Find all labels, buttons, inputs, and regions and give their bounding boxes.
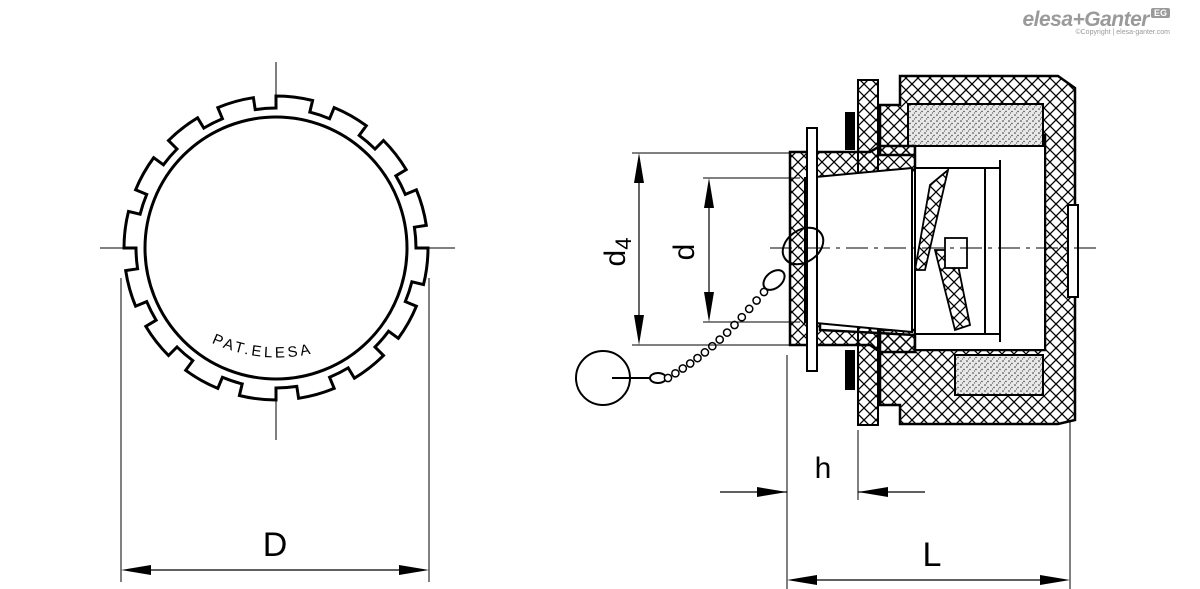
dimension-label-L: L	[923, 536, 942, 574]
end-knob	[1067, 204, 1079, 298]
front-view: PAT.ELESA D	[100, 62, 455, 582]
chain-bead	[693, 353, 702, 363]
gasket-bottom	[845, 350, 855, 390]
arrowhead-D-right	[399, 565, 429, 575]
gasket-top	[845, 112, 855, 150]
chain-bead	[722, 328, 732, 337]
dimension-label-d4: d4	[599, 238, 636, 267]
filter-pad-bottom	[954, 354, 1044, 396]
chain-bead	[759, 287, 769, 297]
neck-bore	[804, 166, 913, 334]
chain-bead	[737, 312, 747, 322]
dimension-label-d2: d	[668, 244, 701, 261]
arrowhead-h-left	[757, 487, 787, 497]
cap-disk	[806, 127, 818, 372]
retaining-chain	[575, 226, 825, 406]
valve-flap-top	[913, 167, 950, 271]
arrowhead-D-left	[121, 565, 151, 575]
chain-bead	[678, 364, 688, 373]
side-view: d4 d h L 2	[575, 74, 1100, 589]
chain-bead	[663, 373, 673, 383]
arrowhead-h-right	[858, 487, 888, 497]
arrowhead-L-left	[787, 575, 817, 585]
engraving-text: PAT.ELESA	[210, 331, 315, 362]
inner-circle	[143, 115, 409, 381]
chain-bead	[730, 320, 739, 330]
chain-bead	[752, 296, 761, 305]
chain-bead	[700, 348, 710, 357]
dimension-label-h: h	[815, 452, 832, 485]
brand-badge: EG	[1150, 8, 1170, 18]
arrowhead-L-right	[1040, 575, 1070, 585]
chain-bead	[685, 359, 695, 368]
chain-bead	[707, 341, 717, 351]
filter-pad-top	[907, 103, 1044, 147]
chain-bead	[671, 368, 680, 378]
brand-name: elesa+Ganter	[1022, 8, 1149, 31]
chain-bead	[744, 304, 754, 314]
chain-bead	[715, 335, 725, 344]
valve-pin	[944, 237, 968, 269]
brand-copyright: ©Copyright | elesa-ganter.com	[1075, 29, 1170, 36]
dimension-label-D: D	[263, 526, 288, 564]
